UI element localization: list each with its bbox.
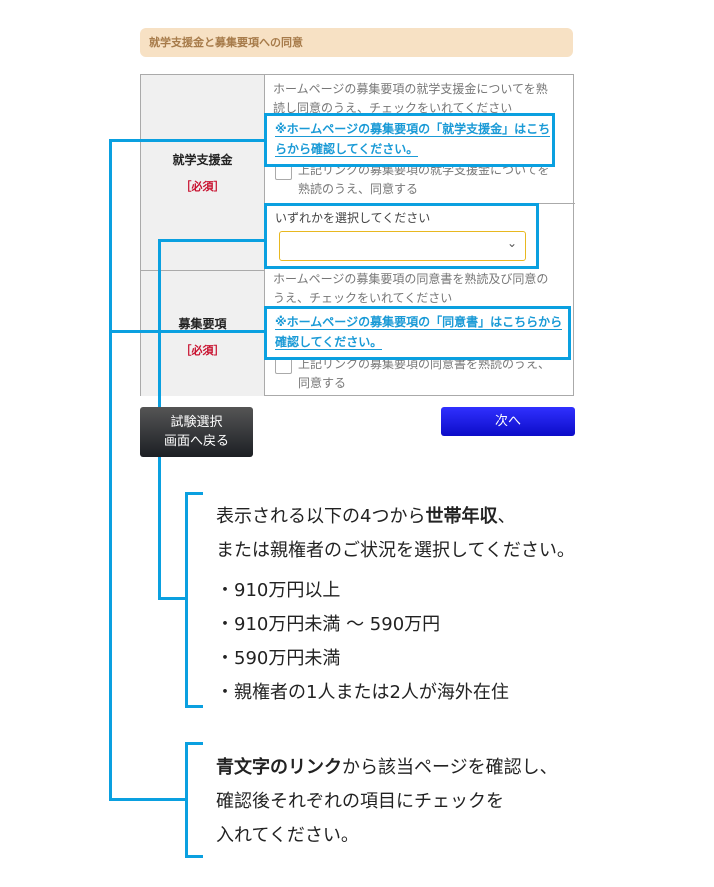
callout-link-help: 青文字のリンクから該当ページを確認し、 確認後それぞれの項目にチェックを 入れて… [216, 757, 558, 846]
connector-line [109, 139, 265, 142]
connector-line [109, 139, 112, 801]
highlight-box-support-link: ※ホームページの募集要項の「就学支援金」はこちらから確認してください。 [264, 113, 555, 167]
callout-select-help: 表示される以下の4つから世帯年収、 または親権者のご状況を選択してください。 ・… [216, 500, 696, 710]
connector-line [158, 239, 265, 242]
bracket [185, 705, 203, 708]
option-item: ・590万円未満 [216, 648, 341, 669]
row-label: 募集要項 [178, 317, 227, 331]
connector-line [158, 597, 187, 600]
label-cell-support: 就学支援金 ［必須］ [141, 75, 265, 270]
row-label: 就学支援金 [172, 153, 233, 167]
required-badge: ［必須］ [180, 344, 225, 357]
instruction-text: ホームページの募集要項の同意書を熟読及び同意のうえ、チェックをいれてください [273, 272, 549, 305]
bracket [185, 492, 203, 495]
bracket [185, 492, 188, 708]
guidelines-link[interactable]: ※ホームページの募集要項の「同意書」はこちらから確認してください。 [275, 315, 563, 350]
back-label: 画面へ戻る [163, 434, 229, 449]
label-cell-guidelines: 募集要項 ［必須］ [141, 270, 265, 396]
support-link[interactable]: ※ホームページの募集要項の「就学支援金」はこちらから確認してください。 [275, 122, 551, 157]
instruction-text: ホームページの募集要項の就学支援金についてを熟読し同意のうえ、チェックをいれてく… [273, 82, 548, 115]
connector-line [109, 798, 187, 801]
option-item: ・親権者の1人または2人が海外在住 [216, 682, 509, 703]
highlight-box-select: いずれかを選択してください ⌄ [264, 203, 539, 269]
select-label: いずれかを選択してください [275, 211, 431, 225]
option-item: ・910万円以上 [216, 580, 341, 601]
bracket [185, 742, 203, 745]
bracket [185, 742, 188, 858]
option-item: ・910万円未満 〜 590万円 [216, 614, 441, 635]
highlight-box-guidelines-link: ※ホームページの募集要項の「同意書」はこちらから確認してください。 [264, 306, 571, 360]
income-select[interactable]: ⌄ [279, 231, 526, 261]
required-badge: ［必須］ [180, 180, 225, 193]
back-button[interactable]: 試験選択 画面へ戻る [140, 407, 253, 457]
back-label: 試験選択 [170, 415, 223, 430]
checkbox-label: 上記リンクの募集要項の同意書を熟読のうえ、同意する [298, 357, 551, 390]
connector-line [109, 330, 265, 333]
bracket [185, 855, 203, 858]
chevron-down-icon: ⌄ [506, 236, 517, 250]
section-title: 就学支援金と募集要項への同意 [140, 28, 573, 57]
next-button[interactable]: 次へ [441, 407, 575, 436]
